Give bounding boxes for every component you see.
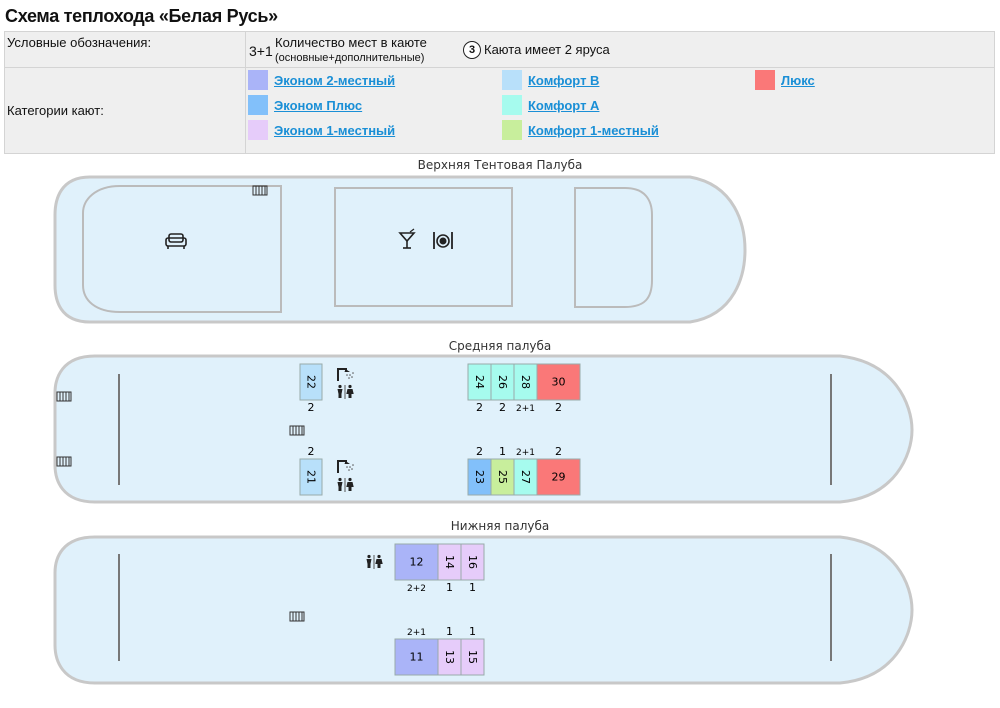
cabin-places: 2 [476, 401, 483, 414]
category-link[interactable]: Эконом Плюс [274, 97, 363, 113]
cabin-places: 1 [446, 581, 453, 594]
cabin-number: 16 [466, 555, 479, 569]
cabin-number: 27 [519, 470, 532, 484]
deck-title: Средняя палуба [449, 339, 552, 353]
restaurant-icon [433, 232, 453, 249]
swatch [755, 70, 775, 90]
cabin-number: 21 [305, 470, 318, 484]
category-comfortA[interactable]: Комфорт А [502, 95, 599, 115]
cabin-number: 28 [519, 375, 532, 389]
cabin-places: 1 [469, 625, 476, 638]
cabin-places: 2+2 [407, 584, 426, 594]
cabin-box[interactable] [536, 363, 581, 401]
cabin-number: 29 [552, 471, 566, 484]
category-comfort1[interactable]: Комфорт 1-местный [502, 120, 659, 140]
cabin-number: 25 [496, 470, 509, 484]
swatch [502, 95, 522, 115]
cabin-30[interactable]: 30 2 [536, 363, 581, 414]
category-link[interactable]: Комфорт 1-местный [528, 122, 659, 138]
cabin-number: 15 [466, 650, 479, 664]
category-econ1[interactable]: Эконом 1-местный [248, 120, 395, 140]
capacity-subtext: (основные+дополнительные) [275, 52, 425, 64]
category-econ2[interactable]: Эконом 2-местный [248, 70, 395, 90]
category-link[interactable]: Комфорт А [528, 97, 600, 113]
cabin-16[interactable]: 16 1 [460, 543, 485, 594]
cabin-places: 2 [308, 401, 315, 414]
category-link[interactable]: Комфорт B [528, 72, 600, 88]
capacity-example: 3+1 [249, 43, 273, 59]
cabin-places: 2 [555, 445, 562, 458]
cabin-places: 2 [555, 401, 562, 414]
cabin-number: 12 [410, 556, 424, 569]
cabin-12[interactable]: 12 2+2 [394, 543, 439, 594]
legend-table: Условные обозначения: 3+1 Количество мес… [4, 31, 995, 154]
cabin-28[interactable]: 28 2+1 [513, 363, 538, 414]
category-link[interactable]: Эконом 1-местный [274, 122, 396, 138]
cabin-places: 1 [469, 581, 476, 594]
tier-text: Каюта имеет 2 яруса [484, 42, 610, 57]
cabin-places: 2+1 [407, 628, 426, 638]
deck-title: Нижняя палуба [451, 519, 549, 533]
cabin-places: 2+1 [516, 404, 535, 414]
categories-list: Эконом 2-местный Эконом Плюс Эконом 1-ме… [245, 67, 995, 154]
hull-lower [53, 535, 914, 685]
cabin-29[interactable]: 29 2 [536, 445, 581, 496]
cabin-places: 2 [308, 445, 315, 458]
cabin-24[interactable]: 24 2 [467, 363, 492, 414]
cabin-21[interactable]: 21 2 [299, 445, 323, 496]
cabin-22[interactable]: 222 [299, 363, 323, 414]
cabin-box[interactable] [460, 638, 485, 676]
cabin-places: 2 [476, 445, 483, 458]
cabin-box[interactable] [536, 458, 581, 496]
swatch [502, 70, 522, 90]
cabin-places: 2+1 [516, 448, 535, 458]
cabin-number: 11 [410, 651, 424, 664]
capacity-text: Количество мест в каюте [275, 35, 427, 50]
cabin-box[interactable] [460, 543, 485, 581]
page-title: Схема теплохода «Белая Русь» [5, 6, 278, 26]
cabin-box[interactable] [394, 543, 439, 581]
cabin-places: 1 [499, 445, 506, 458]
swatch [248, 120, 268, 140]
hull-upper [53, 175, 747, 324]
category-link[interactable]: Люкс [781, 72, 815, 88]
category-econplus[interactable]: Эконом Плюс [248, 95, 362, 115]
cabin-26[interactable]: 26 2 [490, 363, 515, 414]
deck-title: Верхняя Тентовая Палуба [418, 158, 583, 172]
category-link[interactable]: Эконом 2-местный [274, 72, 396, 88]
cabin-number: 26 [496, 375, 509, 389]
swatch [248, 70, 268, 90]
cabin-27[interactable]: 27 2+1 [513, 448, 538, 496]
cabin-box[interactable] [394, 638, 439, 676]
cocktail-icon [398, 228, 416, 249]
cabin-places: 1 [446, 625, 453, 638]
cabin-number: 24 [473, 375, 486, 389]
cabin-number: 14 [443, 555, 456, 569]
cabin-25[interactable]: 25 1 [490, 445, 515, 496]
tier-circle-icon: 3 [463, 41, 481, 59]
sofa-icon [165, 233, 187, 249]
cabin-number: 30 [552, 376, 566, 389]
cabin-number: 22 [305, 375, 318, 389]
hull-middle [53, 354, 914, 504]
category-comfortB[interactable]: Комфорт B [502, 70, 599, 90]
deck-area-bar [334, 187, 513, 307]
cabin-23[interactable]: 23 2 [467, 445, 492, 496]
cabin-places: 2 [499, 401, 506, 414]
swatch [248, 95, 268, 115]
cabin-box[interactable] [299, 363, 323, 401]
cabin-11[interactable]: 11 2+1 [394, 628, 439, 676]
category-lux[interactable]: Люкс [755, 70, 815, 90]
cabin-number: 13 [443, 650, 456, 664]
cabin-number: 23 [473, 470, 486, 484]
categories-label: Категории кают: [4, 67, 246, 154]
cabin-box[interactable] [299, 458, 323, 496]
deck-area-bow [574, 187, 653, 308]
deck-area-lounge [82, 185, 282, 313]
swatch [502, 120, 522, 140]
cabin-15[interactable]: 15 1 [460, 625, 485, 676]
